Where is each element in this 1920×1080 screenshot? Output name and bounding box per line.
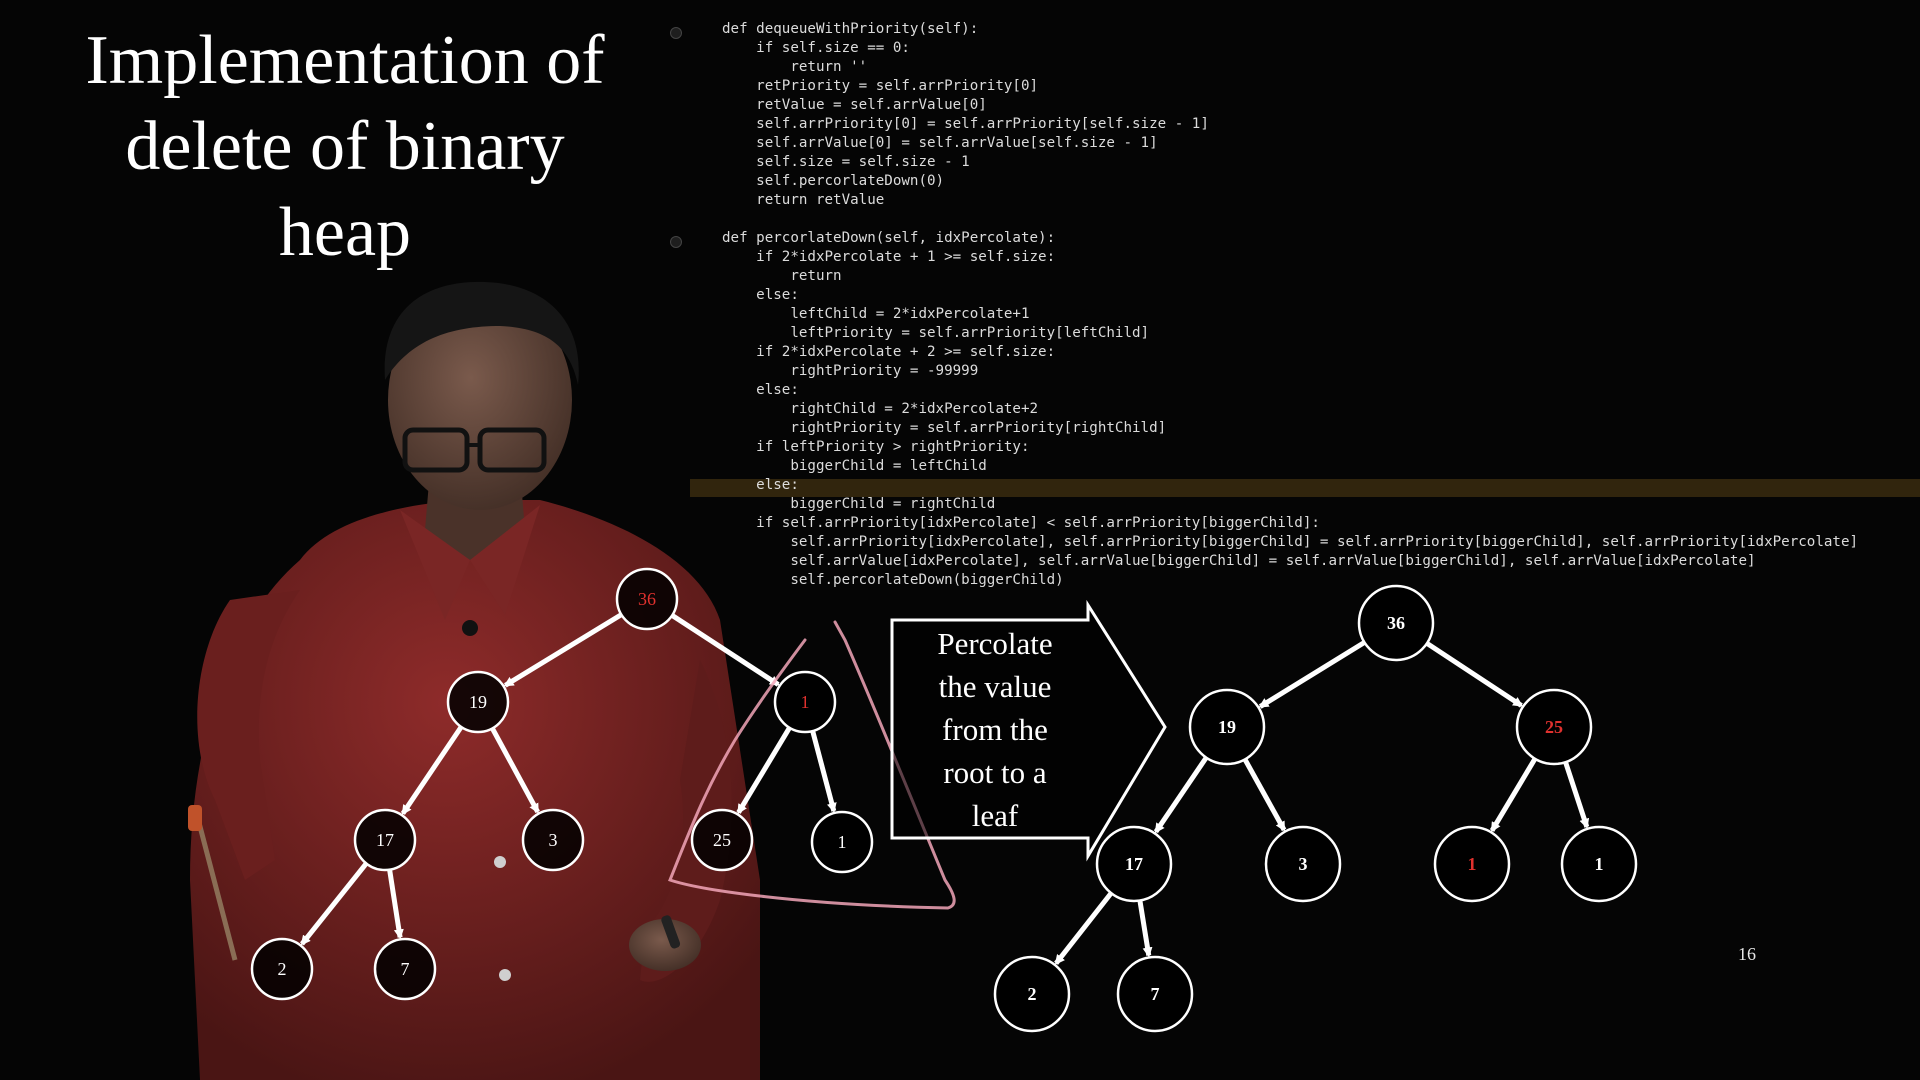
code-line: self.percorlateDown(biggerChild) [722, 572, 1064, 588]
title-line-2: delete of binary [125, 108, 565, 185]
code-line: return retValue [722, 192, 885, 208]
code-line: self.arrPriority[0] = self.arrPriority[s… [722, 116, 1209, 132]
code-listing: def dequeueWithPriority(self): if self.s… [722, 20, 1858, 590]
code-line: rightChild = 2*idxPercolate+2 [722, 401, 1039, 417]
code-line: if 2*idxPercolate + 1 >= self.size: [722, 249, 1056, 265]
code-line: def dequeueWithPriority(self): [722, 21, 979, 37]
code-line: else: [722, 287, 799, 303]
code-panel: def dequeueWithPriority(self): if self.s… [670, 20, 1920, 595]
code-line: self.size = self.size - 1 [722, 154, 970, 170]
code-line: retValue = self.arrValue[0] [722, 97, 987, 113]
callout-line-1: Percolate [937, 626, 1053, 661]
code-line: self.arrValue[idxPercolate], self.arrVal… [722, 553, 1756, 569]
code-line: self.percorlateDown(0) [722, 173, 945, 189]
page-number: 16 [1738, 944, 1756, 964]
code-line: leftPriority = self.arrPriority[leftChil… [722, 325, 1150, 341]
code-line [722, 210, 1858, 229]
code-line: leftChild = 2*idxPercolate+1 [722, 306, 1030, 322]
fold-marker-icon [670, 236, 682, 248]
code-line: def percorlateDown(self, idxPercolate): [722, 230, 1056, 246]
fold-marker-icon [670, 27, 682, 39]
code-line: self.arrValue[0] = self.arrValue[self.si… [722, 135, 1158, 151]
code-line: return [722, 268, 842, 284]
code-line: biggerChild = leftChild [722, 458, 987, 474]
code-line: if 2*idxPercolate + 2 >= self.size: [722, 344, 1056, 360]
code-line: if self.arrPriority[idxPercolate] < self… [722, 515, 1320, 531]
current-line-highlight [690, 479, 1920, 497]
title-line-1: Implementation of [85, 22, 605, 99]
code-line: if self.size == 0: [722, 40, 910, 56]
code-line: rightPriority = -99999 [722, 363, 979, 379]
callout-line-3: from the [942, 712, 1048, 747]
code-line: if leftPriority > rightPriority: [722, 439, 1030, 455]
slide-title: Implementation of delete of binary heap [30, 18, 660, 276]
code-line: return '' [722, 59, 868, 75]
code-line: biggerChild = rightChild [722, 496, 996, 512]
title-line-3: heap [278, 194, 412, 271]
callout-line-4: root to a [943, 755, 1047, 790]
code-line: retPriority = self.arrPriority[0] [722, 78, 1039, 94]
callout-text: Percolate the value from the root to a l… [900, 622, 1090, 837]
code-line: else: [722, 382, 799, 398]
code-line: else: [722, 477, 799, 493]
code-line: self.arrPriority[idxPercolate], self.arr… [722, 534, 1859, 550]
callout-line-2: the value [938, 669, 1052, 704]
callout-line-5: leaf [971, 798, 1019, 833]
code-line: rightPriority = self.arrPriority[rightCh… [722, 420, 1167, 436]
